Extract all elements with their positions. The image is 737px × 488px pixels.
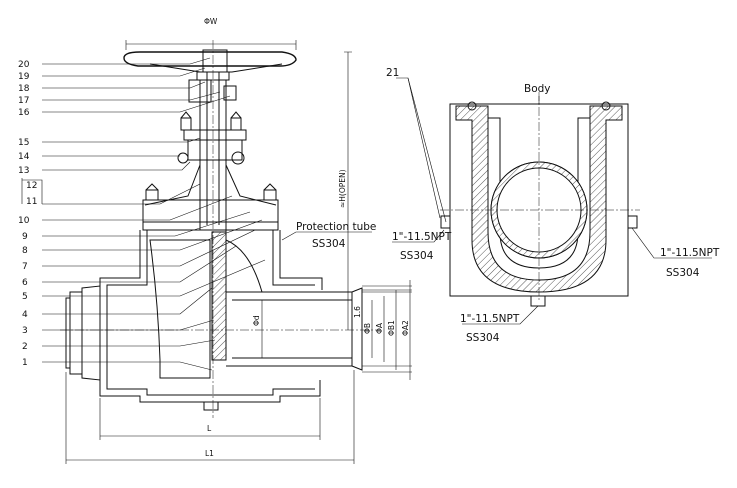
section-leaders [392, 77, 712, 325]
part-leaders [21, 57, 266, 371]
port-left-size: 1"-11.5NPT [392, 231, 452, 243]
bottom-plug [203, 401, 219, 411]
protection-tube-material: SS304 [312, 238, 346, 250]
part-number-labels: 20 19 18 17 16 15 14 13 12 11 10 9 8 7 6… [18, 60, 37, 368]
part-label-20: 20 [18, 60, 30, 70]
part-label-13: 13 [18, 166, 29, 176]
dim-a2: ΦA2 [401, 320, 410, 336]
part-label-12: 12 [26, 181, 37, 191]
part-label-17: 17 [18, 96, 29, 106]
dimension-lines [65, 40, 412, 464]
port-bottom-material: SS304 [466, 332, 500, 344]
protection-tube-label: Protection tube [296, 221, 376, 233]
dim-a: ΦA [375, 322, 384, 334]
dim-b: ΦB [363, 323, 372, 334]
dim-l: L [207, 424, 212, 433]
part-label-4: 4 [22, 310, 28, 320]
dim-w: ΦW [204, 17, 218, 26]
part-label-11: 11 [26, 197, 37, 207]
part-label-7: 7 [22, 262, 28, 272]
port-right-material: SS304 [666, 267, 700, 279]
part-label-14: 14 [18, 152, 30, 162]
part-label-1: 1 [22, 358, 28, 368]
valve-elevation [21, 40, 412, 464]
part-label-8: 8 [22, 246, 28, 256]
port-right-size: 1"-11.5NPT [660, 247, 720, 259]
bonnet-flange [142, 183, 279, 231]
dimension-labels: ΦW ≈H(OPEN) L L1 Φd 1.6 ΦB ΦA ΦB1 ΦA2 [204, 17, 410, 458]
port-left-material: SS304 [400, 250, 434, 262]
port-bottom-size: 1"-11.5NPT [460, 313, 520, 325]
body-label: Body [524, 83, 551, 95]
callout-21: 21 [386, 67, 399, 79]
stem-yoke [144, 71, 277, 232]
dim-h: ≈H(OPEN) [338, 169, 347, 208]
dim-b1: ΦB1 [387, 320, 396, 336]
part-label-15: 15 [18, 138, 29, 148]
valve-body [149, 231, 363, 379]
part-label-3: 3 [22, 326, 28, 336]
dim-l1: L1 [205, 449, 214, 458]
part-label-10: 10 [18, 216, 30, 226]
part-label-5: 5 [22, 292, 28, 302]
dim-d: Φd [252, 315, 261, 326]
part-label-18: 18 [18, 84, 30, 94]
handwheel [123, 49, 297, 73]
body-section [440, 92, 640, 307]
part-label-2: 2 [22, 342, 28, 352]
pipe-end-left [65, 285, 101, 381]
protection-tube-outline [99, 230, 323, 403]
dim-t: 1.6 [353, 306, 362, 318]
part-label-19: 19 [18, 72, 30, 82]
part-label-16: 16 [18, 108, 30, 118]
part-label-6: 6 [22, 278, 28, 288]
part-label-9: 9 [22, 232, 28, 242]
